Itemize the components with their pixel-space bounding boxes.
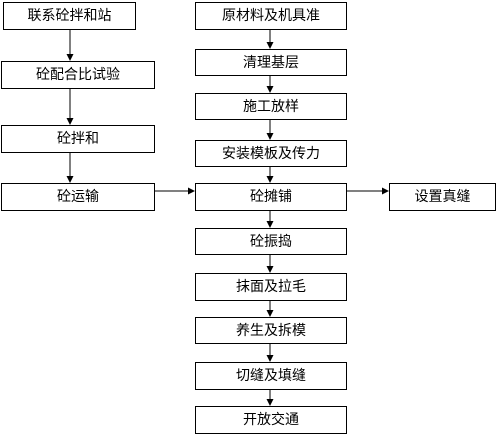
node-concrete-transport-label: 砼运输 [57,189,99,205]
node-materials-ready: 原材料及机具准 [195,2,347,30]
node-clean-base-label: 清理基层 [243,54,299,71]
node-finishing-texturing-label: 抹面及拉毛 [236,279,306,295]
node-open-traffic-label: 开放交通 [243,412,299,428]
node-open-traffic: 开放交通 [195,406,347,434]
node-mixing-station-label: 联系砼拌和站 [27,8,112,24]
node-concrete-mixing: 砼拌和 [1,125,155,153]
node-vibrating: 砼振捣 [195,228,347,255]
arrow-mix-ratio-to-mixing-head [66,118,74,125]
node-vibrating-label: 砼振捣 [250,233,292,250]
node-curing-form-removal-label: 养生及拆模 [236,322,306,339]
node-formwork-dowels: 安装模板及传力 [195,140,347,167]
arrow-joint-cutting-to-open-head [266,399,274,406]
node-concrete-transport: 砼运输 [1,183,155,211]
node-dummy-joint-label: 设置真缝 [414,189,471,205]
node-concrete-spreading: 砼摊铺 [195,183,347,211]
arrow-mixing-station-to-mix-ratio-head [66,54,74,61]
node-setting-out-label: 施工放样 [243,98,299,115]
arrow-materials-to-clean-base-head [266,42,274,49]
arrow-setting-out-to-formwork-head [266,133,274,140]
node-joint-cutting-filling-label: 切缝及填缝 [236,368,306,384]
arrow-transport-to-spreading-head [188,187,195,195]
node-materials-ready-label: 原材料及机具准 [222,8,320,24]
arrow-formwork-to-spreading-head [266,176,274,183]
node-concrete-mixing-label: 砼拌和 [57,131,99,147]
node-formwork-dowels-label: 安装模板及传力 [222,145,320,162]
arrow-clean-base-to-setting-out-head [266,86,274,93]
arrow-spreading-to-vibrating-head [266,221,274,228]
node-clean-base: 清理基层 [195,49,347,76]
node-joint-cutting-filling: 切缝及填缝 [195,362,347,390]
node-setting-out: 施工放样 [195,93,347,120]
node-mixing-station: 联系砼拌和站 [3,2,136,30]
node-curing-form-removal: 养生及拆模 [195,317,347,344]
node-concrete-spreading-label: 砼摊铺 [250,189,292,205]
arrow-curing-to-joint-cutting-head [266,355,274,362]
node-mix-ratio-test: 砼配合比试验 [1,61,155,89]
arrow-mixing-to-transport-head [66,176,74,183]
node-mix-ratio-test-label: 砼配合比试验 [36,67,120,83]
node-finishing-texturing: 抹面及拉毛 [195,273,347,301]
arrow-vibrating-to-finishing-head [266,266,274,273]
arrow-spreading-to-dummy-joint-head [382,187,389,195]
node-dummy-joint: 设置真缝 [389,183,496,211]
arrow-finishing-to-curing-head [266,310,274,317]
